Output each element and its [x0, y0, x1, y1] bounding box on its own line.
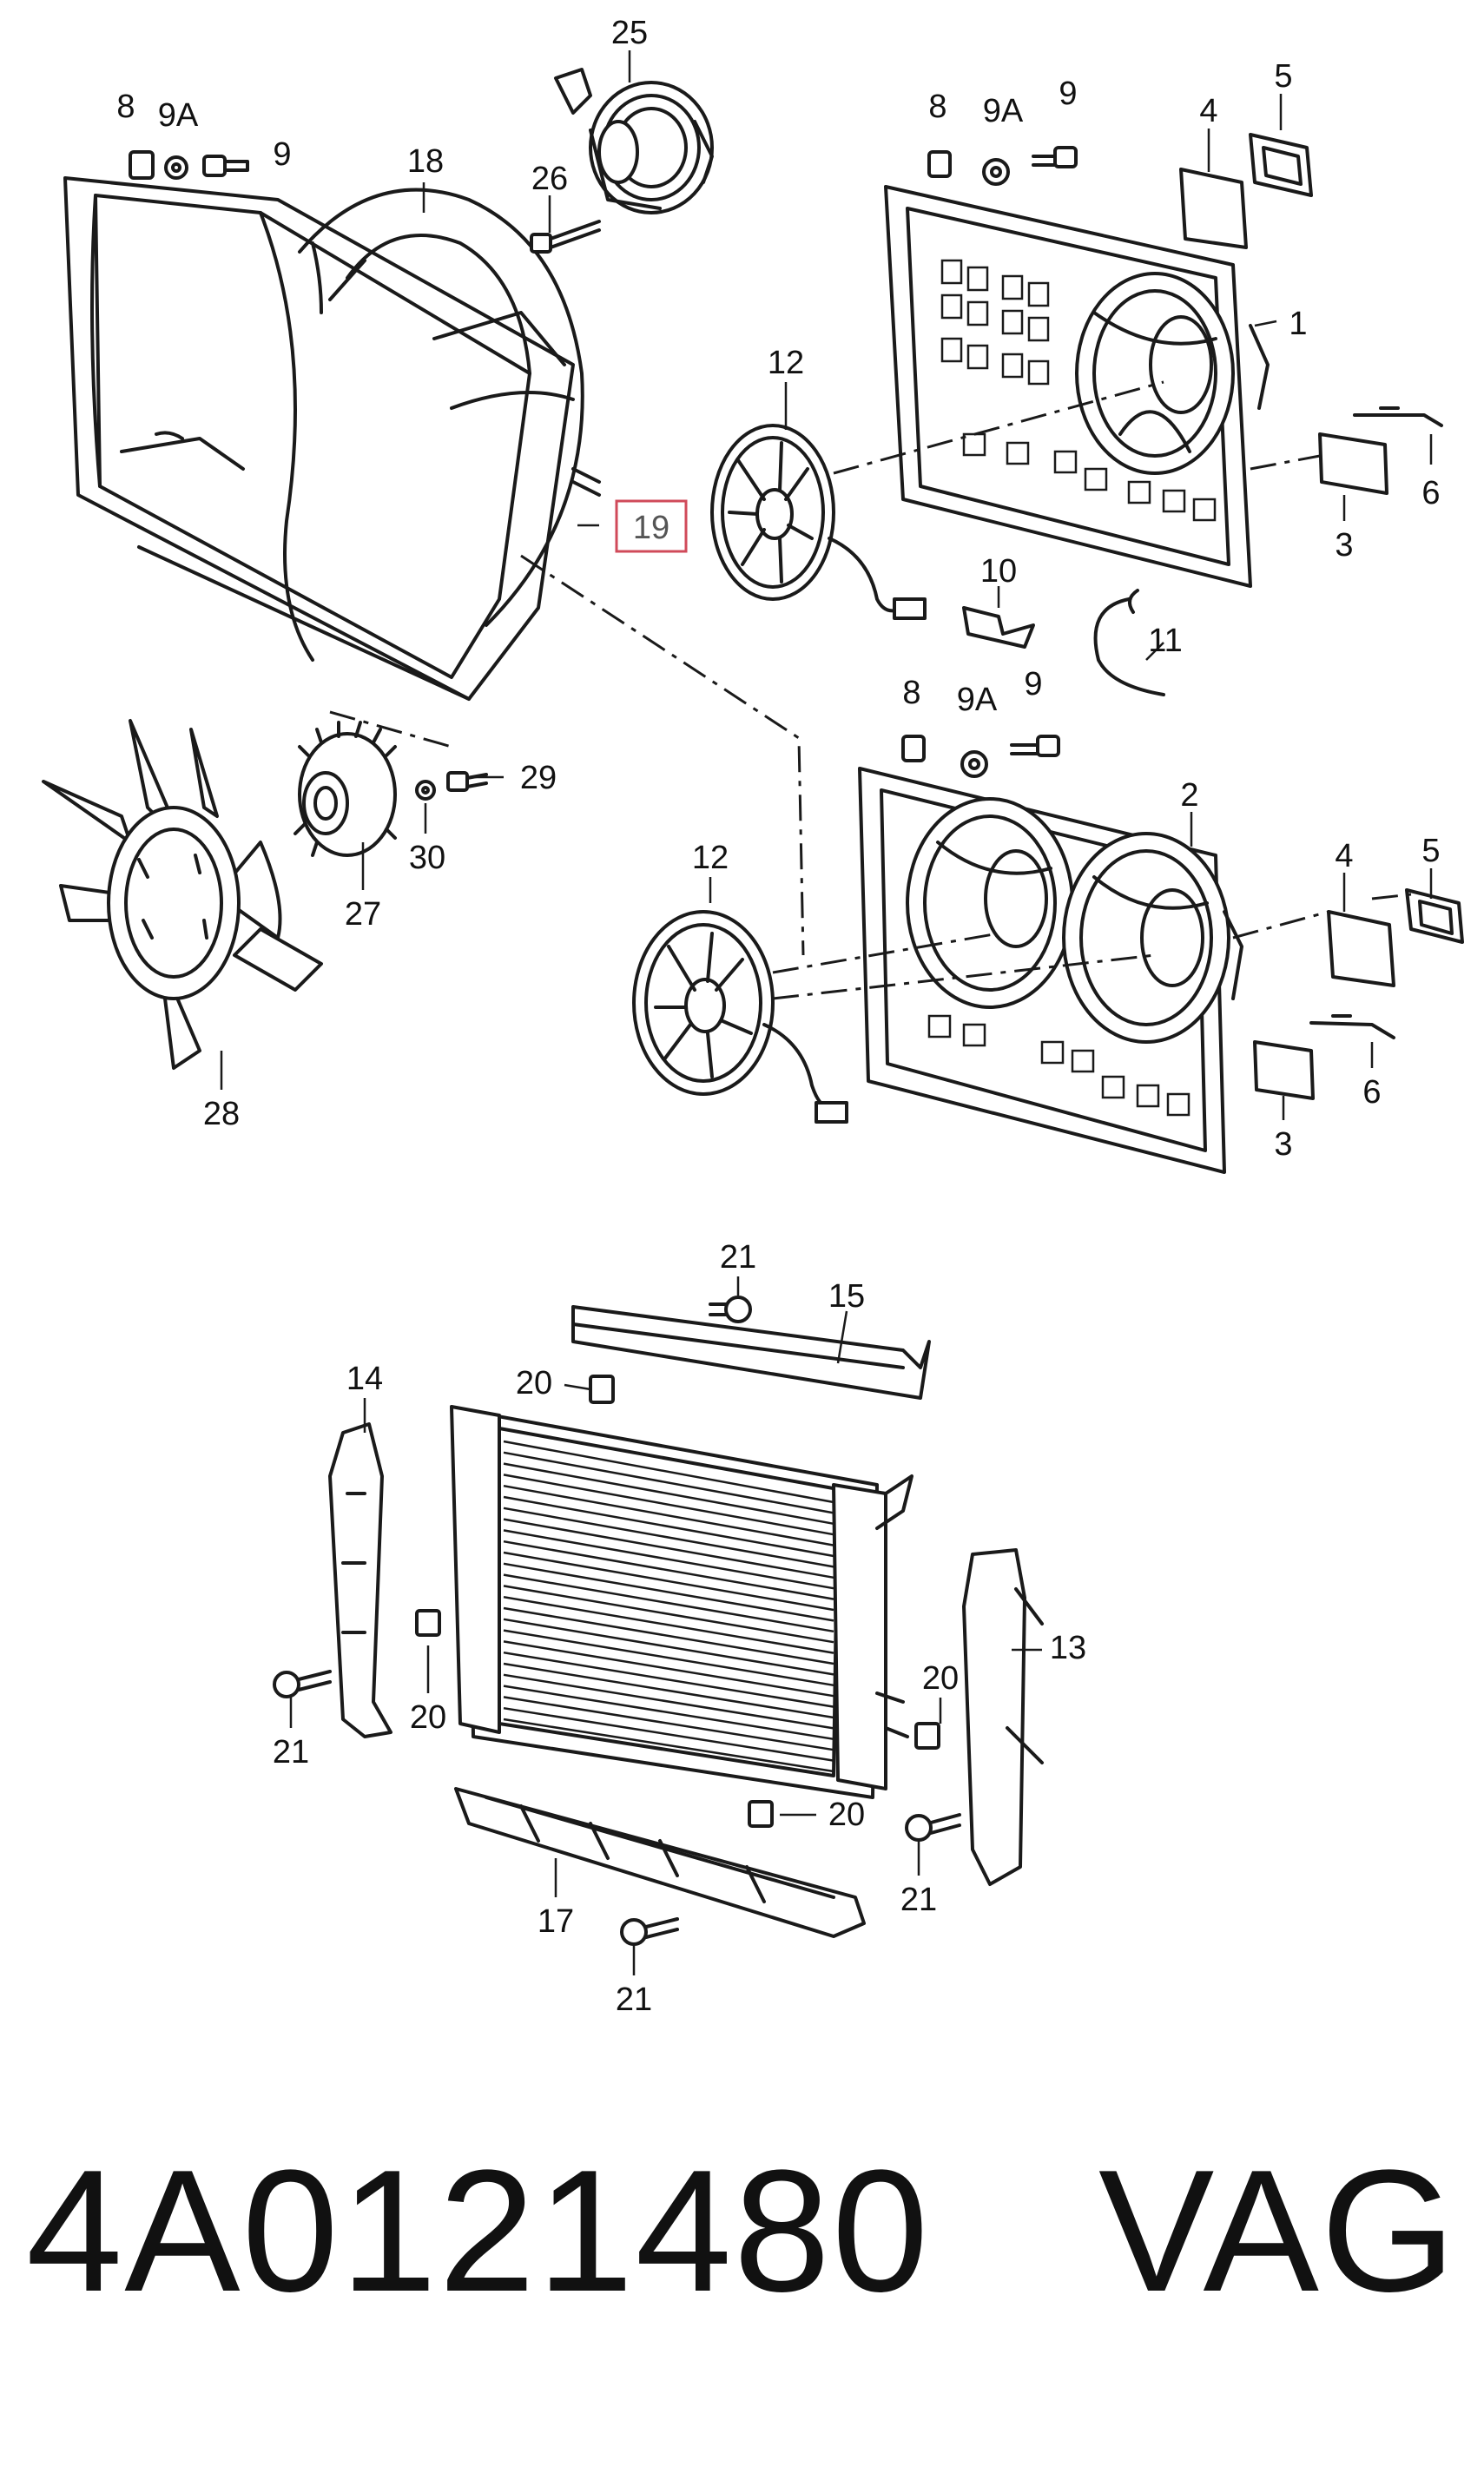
callout-2: 2: [1180, 777, 1198, 814]
radiator-fin: [503, 1518, 834, 1579]
radiator-fin: [503, 1662, 834, 1719]
callout-21-right: 21: [900, 1882, 937, 1918]
callout-26: 26: [531, 161, 568, 197]
part-number-caption: 4A0121480 VAG: [26, 2132, 1456, 2331]
callout-17: 17: [538, 1903, 574, 1940]
part-number: 4A0121480: [26, 2134, 931, 2328]
callout-6-mid: 6: [1362, 1074, 1381, 1111]
fan-frame-1: [884, 185, 1270, 588]
callout-21-top: 21: [720, 1239, 756, 1276]
callout-20-left: 20: [410, 1699, 446, 1736]
radiator-fin: [503, 1629, 834, 1687]
radiator-fin: [503, 1606, 834, 1665]
callout-8-top-right: 8: [928, 89, 946, 125]
callout-4-top: 4: [1199, 93, 1217, 129]
callout-10: 10: [980, 553, 1017, 590]
radiator-assembly: [273, 1296, 1044, 1946]
radiator-fin: [503, 1551, 834, 1612]
frame1-fasteners: [927, 133, 1443, 495]
callout-18: 18: [407, 143, 444, 180]
fan-shroud: [63, 176, 601, 701]
callout-29: 29: [520, 760, 557, 796]
callout-20-top: 20: [516, 1365, 552, 1401]
callout-9A-top-right: 9A: [983, 93, 1024, 129]
callout-9A-top-left: 9A: [158, 97, 199, 134]
callout-4-mid: 4: [1335, 838, 1353, 874]
radiator-fin: [503, 1484, 834, 1546]
radiator-fin: [503, 1585, 834, 1644]
callout-12-lower: 12: [692, 840, 729, 876]
electric-fan-lower: [632, 910, 1156, 1124]
callout-11: 11: [1148, 623, 1182, 659]
callout-1: 1: [1289, 306, 1307, 342]
radiator-fin: [503, 1529, 834, 1590]
radiator-fin: [503, 1474, 834, 1536]
shroud-link-line: [520, 554, 805, 956]
frame2-fasteners: [901, 735, 1464, 1100]
callout-9-top-right: 9: [1059, 76, 1077, 112]
callout-21-left: 21: [273, 1734, 309, 1771]
leader-lines: [220, 50, 1433, 1975]
callout-9-top-left: 9: [273, 136, 291, 173]
callout-21-bottom: 21: [616, 1982, 652, 2018]
callout-8-top-left: 8: [116, 89, 135, 125]
callout-14: 14: [346, 1361, 383, 1397]
radiator-fin: [503, 1540, 834, 1600]
callout-5-mid: 5: [1421, 833, 1440, 869]
shroud-fasteners: [129, 150, 249, 180]
viscous-motor: [530, 68, 714, 254]
callout-27: 27: [345, 896, 381, 933]
radiator-fin: [503, 1562, 834, 1622]
holder-and-strap: [962, 589, 1165, 696]
radiator-fin: [503, 1718, 834, 1773]
radiator-fin: [503, 1440, 834, 1504]
electric-fan-upper: [710, 380, 1164, 620]
radiator-fin: [503, 1673, 834, 1730]
radiator-fin: [503, 1685, 834, 1741]
radiator-fin: [503, 1495, 834, 1558]
callout-13: 13: [1050, 1630, 1086, 1666]
callout-28: 28: [203, 1096, 240, 1132]
callout-3-mid: 3: [1274, 1126, 1292, 1163]
callout-25: 25: [611, 15, 648, 51]
radiator-fin: [503, 1696, 834, 1751]
callout-19-highlighted: 19: [633, 510, 669, 546]
radiator-fin: [503, 1618, 834, 1676]
callout-3-top: 3: [1335, 527, 1353, 564]
radiator-fin: [503, 1451, 834, 1514]
radiator-fin: [503, 1462, 834, 1526]
callout-labels: 8 9A 9 18 25 26 19 8 9A 9 4 5 1 12 6 3 1…: [116, 15, 1440, 2018]
highlight-box-19: [615, 499, 688, 553]
callout-20-bottom: 20: [828, 1797, 865, 1833]
brand-name: VAG: [1098, 2134, 1458, 2328]
radiator-fin: [503, 1651, 834, 1708]
callout-9-mid: 9: [1024, 666, 1042, 702]
radiator-fin: [503, 1640, 834, 1698]
radiator-fin: [503, 1573, 834, 1633]
radiator-fin: [503, 1706, 834, 1762]
viscous-clutch: [294, 721, 488, 857]
fan-frame-2: [858, 767, 1243, 1174]
callout-15: 15: [828, 1278, 865, 1315]
callout-6-top: 6: [1421, 475, 1440, 511]
callout-20-right: 20: [922, 1660, 959, 1697]
radiator-fin: [503, 1507, 834, 1568]
callout-5-top: 5: [1274, 58, 1292, 95]
callout-9A-mid: 9A: [957, 682, 998, 718]
callout-12-upper: 12: [768, 345, 804, 381]
radiator-fin: [503, 1595, 834, 1654]
callout-30: 30: [409, 840, 445, 876]
engine-fan-blade: [42, 719, 323, 1070]
callout-8-mid: 8: [902, 675, 920, 711]
